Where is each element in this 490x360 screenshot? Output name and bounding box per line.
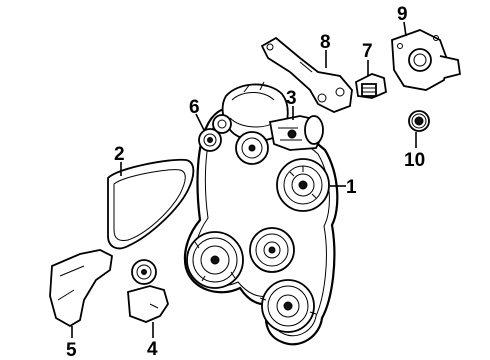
- part-9-water-pump-housing: [391, 29, 462, 91]
- part-4-tensioner-bracket: [127, 259, 169, 323]
- water-pump-pulley: [249, 227, 295, 273]
- callout-labels: 1 2 3 4 5 6 7 8 9 10: [66, 4, 425, 360]
- part-3-belt-tensioner: [268, 115, 324, 151]
- ac-compressor-pulley: [276, 158, 330, 212]
- callout-3: 3: [286, 88, 297, 109]
- callout-9: 9: [397, 4, 408, 25]
- callout-6: 6: [189, 97, 200, 118]
- part-8-mounting-bracket: [260, 36, 353, 113]
- part-2-accessory-belt: [107, 158, 195, 250]
- callout-1: 1: [346, 177, 357, 198]
- callout-4: 4: [147, 339, 158, 360]
- part-7-tensioner-spindle: [355, 73, 387, 99]
- crankshaft-pulley: [186, 231, 244, 289]
- callout-10: 10: [404, 150, 425, 171]
- callout-7: 7: [362, 41, 373, 62]
- leader-lines: [71, 21, 417, 338]
- callout-5: 5: [66, 340, 77, 360]
- part-6-idler-pulley: [198, 114, 232, 152]
- part-10-small-pulley: [408, 110, 430, 132]
- callout-8: 8: [320, 32, 331, 53]
- power-steering-pulley: [259, 279, 317, 333]
- callout-2: 2: [114, 144, 125, 165]
- part-5-belt-shield: [49, 249, 113, 328]
